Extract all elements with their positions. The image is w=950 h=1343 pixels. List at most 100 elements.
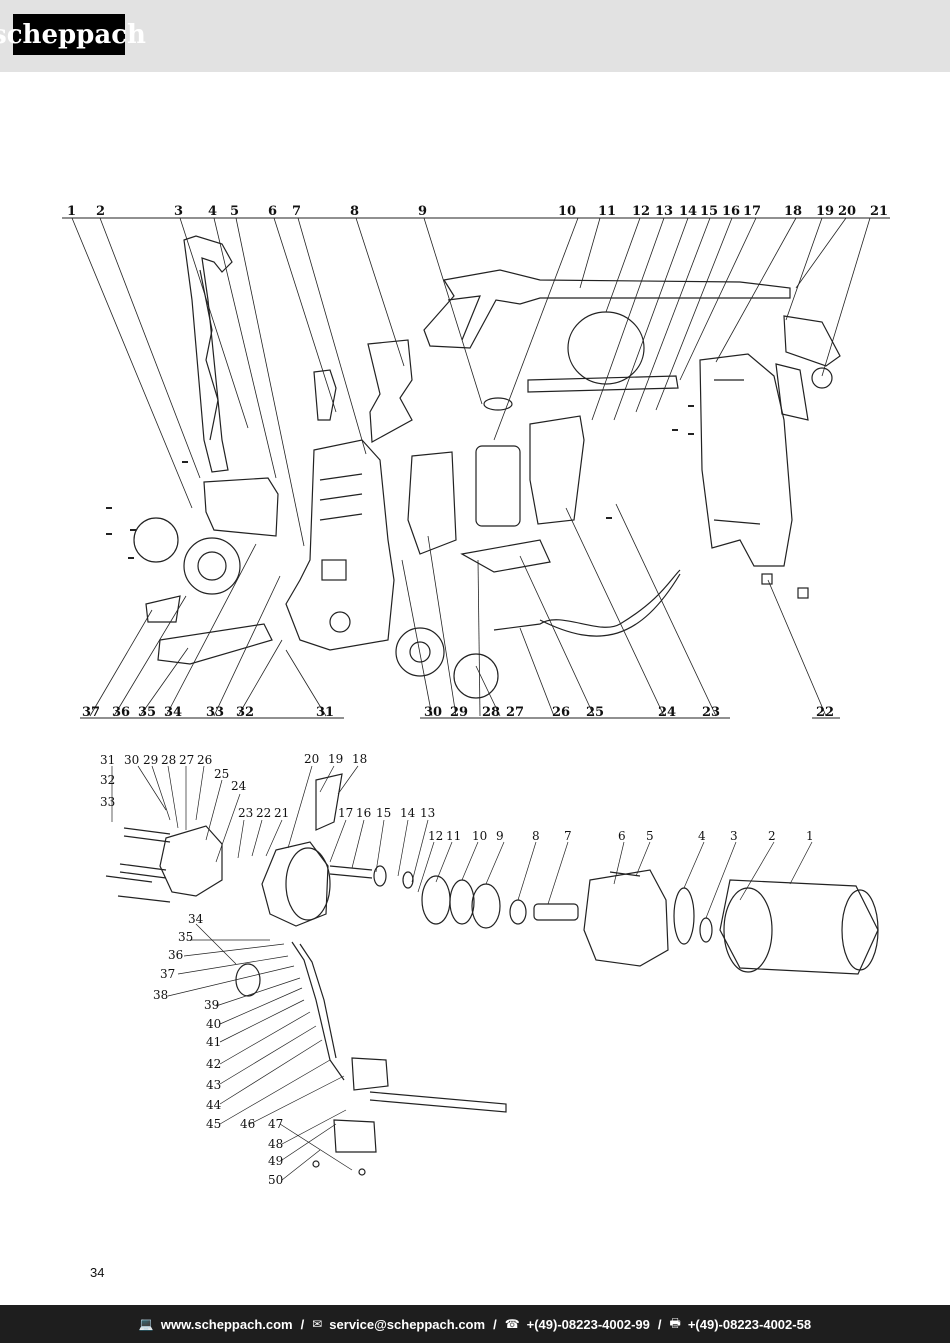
callout-label: 36	[112, 705, 130, 720]
callout-label: 46	[240, 1117, 255, 1131]
callout-label: 19	[816, 204, 834, 219]
callout-label: 3	[174, 204, 183, 219]
callout-label: 5	[646, 829, 654, 843]
callout-label: 4	[698, 829, 706, 843]
power-cord-part	[493, 569, 681, 631]
callout-label: 1	[67, 204, 76, 219]
callout-label: 31	[316, 705, 334, 720]
callout-label: 35	[138, 705, 156, 720]
callout-label: 43	[206, 1078, 221, 1092]
callout-label: 19	[328, 752, 343, 766]
page-footer: 💻 www.scheppach.com / ✉ service@scheppac…	[0, 1305, 950, 1343]
callout-label: 29	[450, 705, 468, 720]
footer-phone: +(49)-08223-4002-99	[526, 1316, 650, 1332]
callout-label: 20	[304, 752, 319, 766]
callout-label: 9	[496, 829, 504, 843]
callout-label: 11	[446, 829, 461, 843]
callout-label: 50	[268, 1173, 283, 1187]
callout-label: 30	[124, 753, 139, 767]
callout-label: 6	[618, 829, 626, 843]
footer-separator: /	[657, 1316, 662, 1332]
callout-label: 48	[268, 1137, 283, 1151]
callout-label: 7	[564, 829, 572, 843]
callout-label: 20	[838, 204, 856, 219]
footer-website[interactable]: www.scheppach.com	[160, 1316, 293, 1332]
side-shell-part	[699, 353, 793, 567]
callout-label: 27	[179, 753, 194, 767]
accessory-tray-part	[157, 623, 273, 665]
callout-label: 37	[160, 967, 175, 981]
handle-frame-part	[183, 235, 233, 473]
callout-label: 13	[655, 204, 673, 219]
coiled-hose-part	[567, 311, 645, 385]
callout-label: 41	[206, 1035, 221, 1049]
clip-part	[313, 369, 337, 421]
callout-label: 2	[96, 204, 105, 219]
callout-label: 12	[632, 204, 650, 219]
callout-label: 10	[472, 829, 487, 843]
screws-part	[106, 405, 694, 559]
callout-label: 34	[188, 912, 204, 926]
callout-label: 16	[356, 806, 371, 820]
mail-icon: ✉	[312, 1317, 323, 1331]
callout-label: 8	[350, 204, 359, 219]
pump-housing-part	[583, 869, 669, 967]
callout-label: 1	[806, 829, 814, 843]
footer-email[interactable]: service@scheppach.com	[329, 1316, 486, 1332]
callout-label: 17	[338, 806, 353, 820]
callout-label: 17	[743, 204, 761, 219]
page-number: 34	[90, 1265, 105, 1280]
callout-label: 49	[268, 1154, 283, 1168]
callout-label: 15	[376, 806, 391, 820]
callout-label: 29	[143, 753, 158, 767]
callout-label: 6	[268, 204, 277, 219]
pump-head-part	[261, 841, 331, 927]
callout-label: 33	[206, 705, 224, 720]
valve-block-part	[159, 825, 223, 897]
callout-label: 5	[230, 204, 239, 219]
callout-label: 38	[153, 988, 168, 1002]
callout-label: 13	[420, 806, 435, 820]
page-header: scheppach	[0, 0, 950, 72]
callout-label: 7	[292, 204, 301, 219]
lance-part	[527, 375, 679, 393]
callout-label: 18	[352, 752, 367, 766]
wheel-part-2	[395, 627, 445, 677]
callout-label: 39	[204, 998, 219, 1012]
scheppach-logo: scheppach	[0, 14, 146, 55]
hose-holder-part	[367, 339, 413, 443]
callout-label: 25	[214, 767, 229, 781]
callout-label: 44	[206, 1098, 222, 1112]
callout-label: 37	[82, 705, 100, 720]
callout-label: 8	[532, 829, 540, 843]
callout-label: 14	[400, 806, 416, 820]
footer-separator: /	[300, 1316, 305, 1332]
main-housing-part	[285, 439, 395, 651]
callout-label: 2	[768, 829, 776, 843]
upper-bracket-part	[529, 415, 585, 525]
callout-label: 4	[208, 204, 217, 219]
callout-label: 21	[870, 204, 888, 219]
callout-label: 15	[700, 204, 718, 219]
callout-label: 45	[206, 1117, 221, 1131]
callout-label: 26	[197, 753, 212, 767]
fax-icon: 🖶	[669, 1315, 681, 1330]
callout-label: 42	[206, 1057, 221, 1071]
callout-label: 26	[552, 705, 570, 720]
footer-separator: /	[493, 1316, 497, 1332]
callout-label: 24	[231, 779, 247, 793]
callout-label: 36	[168, 948, 183, 962]
callout-label: 27	[506, 705, 524, 720]
callout-label: 23	[702, 705, 720, 720]
callout-label: 33	[100, 795, 115, 809]
computer-icon: 💻	[138, 1317, 154, 1331]
callout-label: 24	[658, 705, 676, 720]
callout-label: 34	[164, 705, 182, 720]
callout-label: 21	[274, 806, 289, 820]
callout-label: 22	[256, 806, 271, 820]
spray-gun-part	[423, 269, 791, 349]
callout-label: 12	[428, 829, 443, 843]
callout-label: 28	[482, 705, 500, 720]
callout-label: 9	[418, 204, 427, 219]
